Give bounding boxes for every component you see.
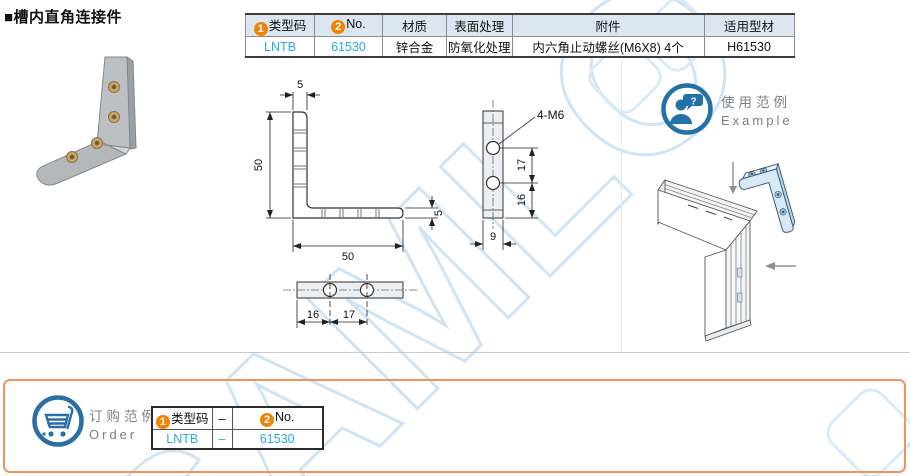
connector-bracket bbox=[738, 162, 796, 233]
order-label-en: Order bbox=[89, 427, 138, 442]
dim-width: 9 bbox=[490, 231, 496, 243]
profile-slot-blue-1 bbox=[737, 267, 743, 278]
l-profile-serrations bbox=[294, 129, 380, 217]
circled-2-badge: 2 bbox=[260, 413, 275, 427]
end-view-dimensions bbox=[470, 147, 538, 250]
order-type-code: LNTB bbox=[151, 429, 213, 450]
bracket-photo-horizontal-arm bbox=[36, 140, 128, 186]
example-badge: ? 使用范例 Example bbox=[660, 82, 793, 136]
dim-right: 5 bbox=[433, 210, 445, 216]
hole-bottom bbox=[485, 175, 501, 191]
spec-accessory: 内六角止动螺丝(M6X8) 4个 bbox=[511, 36, 705, 58]
order-no: 61530 bbox=[231, 429, 324, 450]
product-photo bbox=[36, 56, 137, 186]
spec-material: 锌合金 bbox=[382, 36, 447, 58]
usage-illustration bbox=[657, 162, 796, 342]
profile-slot-blue-2 bbox=[737, 292, 743, 303]
side-view-drawing: 5 50 50 5 bbox=[253, 79, 445, 263]
dim-top: 5 bbox=[297, 79, 303, 91]
column-divider bbox=[621, 60, 622, 352]
l-profile-outline bbox=[292, 111, 404, 219]
page-title: ■槽内直角连接件 bbox=[4, 9, 123, 26]
dim-hole-spacing-top: 17 bbox=[343, 309, 355, 321]
spec-header-accessory: 附件 bbox=[511, 13, 705, 37]
circled-1-badge: 1 bbox=[253, 22, 268, 36]
dim-hole-spacing: 17 bbox=[516, 159, 528, 171]
spec-header-profile: 适用型材 bbox=[703, 13, 795, 37]
bracket-photo-vertical-arm bbox=[96, 56, 131, 149]
dim-bottom: 50 bbox=[342, 251, 354, 263]
example-label-en: Example bbox=[721, 112, 793, 128]
spec-value-row: LNTB 61530 锌合金 防氧化处理 内六角止动螺丝(M6X8) 4个 H6… bbox=[245, 36, 795, 58]
top-view-dimensions bbox=[296, 274, 368, 328]
spec-no: 61530 bbox=[314, 36, 383, 58]
profile-bottom-cap bbox=[704, 319, 752, 342]
insert-left-arrow bbox=[765, 262, 796, 270]
order-label-cn: 订购范例 bbox=[89, 409, 159, 424]
insert-down-arrow bbox=[729, 162, 737, 194]
technical-drawings: 5 50 50 5 4-M6 17 16 bbox=[253, 79, 565, 328]
bracket-screws bbox=[748, 168, 787, 216]
profile-slot-marks bbox=[687, 204, 733, 221]
dim-left: 50 bbox=[253, 159, 265, 171]
order-value-row: LNTB – 61530 bbox=[151, 429, 324, 450]
thread-label: 4-M6 bbox=[537, 108, 565, 122]
person-speech-icon: ? bbox=[661, 83, 713, 135]
section-divider bbox=[0, 352, 910, 353]
order-dash: – bbox=[211, 429, 233, 450]
circled-1-badge: 1 bbox=[155, 415, 170, 429]
order-header-dash: – bbox=[211, 406, 233, 430]
dim-end-to-hole: 16 bbox=[307, 309, 319, 321]
order-labels: 订购范例 Order bbox=[89, 405, 159, 442]
example-label-cn: 使用范例 bbox=[721, 94, 791, 110]
side-view-dimensions bbox=[266, 92, 438, 252]
circled-2-badge: 2 bbox=[331, 20, 346, 34]
end-view-drawing: 4-M6 17 16 9 bbox=[470, 100, 565, 250]
spec-profile: H61530 bbox=[703, 36, 795, 58]
top-view-drawing: 16 17 bbox=[283, 274, 417, 328]
spec-surface: 防氧化处理 bbox=[446, 36, 513, 58]
spec-type-code: LNTB bbox=[245, 36, 315, 58]
spec-header-material: 材质 bbox=[382, 13, 447, 37]
cart-icon bbox=[32, 395, 84, 447]
hole-top bbox=[485, 140, 501, 156]
bracket-front-face bbox=[738, 168, 794, 233]
spec-header-surface: 表面处理 bbox=[446, 13, 513, 37]
bubble-question-mark: ? bbox=[690, 97, 696, 108]
dim-hole-to-end: 16 bbox=[516, 194, 528, 206]
profile-vertical-left-face bbox=[704, 249, 727, 337]
bracket-photo-screws bbox=[66, 81, 120, 163]
thread-leader-line bbox=[498, 116, 536, 145]
